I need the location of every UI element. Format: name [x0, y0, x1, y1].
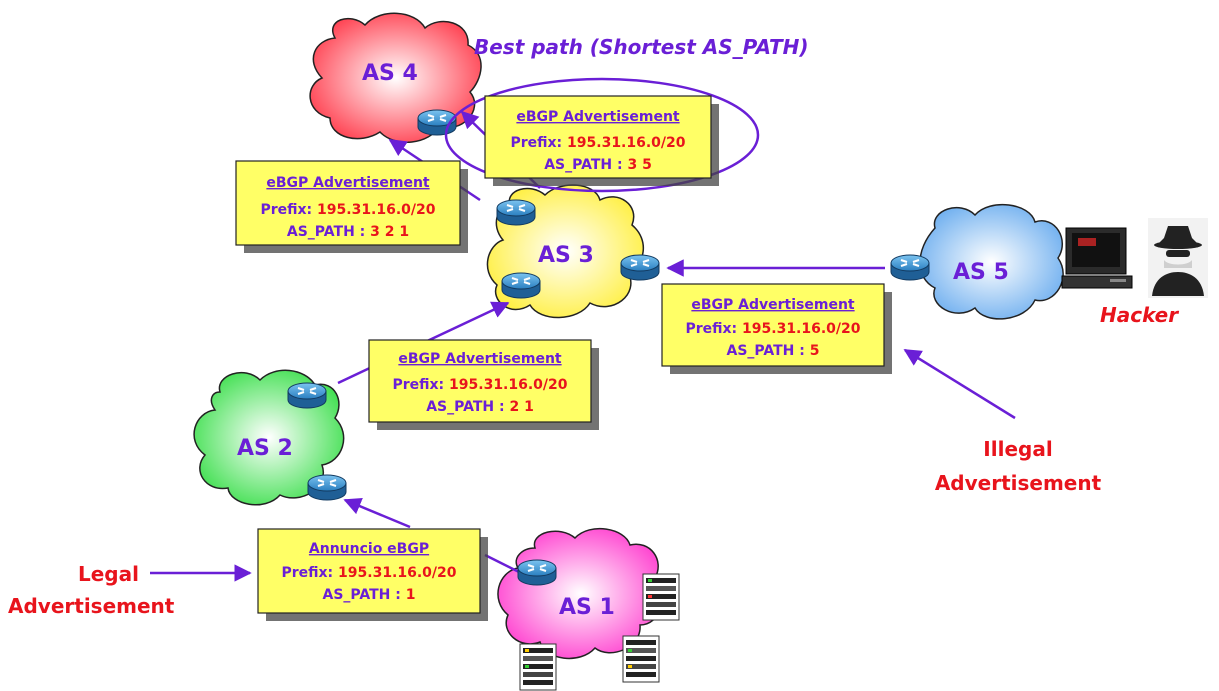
as5-label: AS 5	[953, 260, 1009, 285]
hacker-label: Hacker	[1100, 303, 1179, 327]
best-path-highlight	[444, 77, 760, 193]
box-title: eBGP Advertisement	[398, 351, 562, 367]
server-icon	[622, 635, 660, 683]
as-path-value: 5	[810, 343, 820, 359]
as1-label: AS 1	[559, 595, 615, 620]
router-as3-right	[620, 254, 660, 281]
server-icon	[519, 643, 557, 691]
box-title: Annuncio eBGP	[309, 541, 429, 557]
router-as5	[890, 254, 930, 281]
box-title: eBGP Advertisement	[516, 109, 680, 125]
prefix-value: 195.31.16.0/20	[338, 565, 457, 581]
advert-box-as4-path-321: eBGP Advertisement Prefix: 195.31.16.0/2…	[235, 160, 468, 253]
as5-cloud	[919, 203, 1064, 320]
hacker-icon	[1148, 218, 1208, 298]
as-path-value: 3 5	[627, 157, 651, 173]
best-path-label: Best path (Shortest AS_PATH)	[474, 35, 809, 59]
router-as3-bottom	[501, 272, 541, 299]
svg-text:AS_PATH : 1: AS_PATH : 1	[322, 587, 415, 603]
svg-text:Prefix: 195.31.16.0/20: Prefix: 195.31.16.0/20	[260, 202, 435, 218]
prefix-label: Prefix:	[510, 135, 562, 151]
as-path-label: AS_PATH :	[426, 399, 504, 415]
prefix-label: Prefix:	[392, 377, 444, 393]
computer-icon	[1061, 227, 1133, 289]
as-path-value: 2 1	[509, 399, 533, 415]
advert-box-as3-path-5: eBGP Advertisement Prefix: 195.31.16.0/2…	[661, 283, 892, 374]
svg-text:AS_PATH : 3 2 1: AS_PATH : 3 2 1	[287, 224, 409, 240]
prefix-label: Prefix:	[260, 202, 312, 218]
as-path-value: 1	[406, 587, 416, 603]
prefix-value: 195.31.16.0/20	[449, 377, 568, 393]
prefix-label: Prefix:	[281, 565, 333, 581]
as2-label: AS 2	[237, 436, 293, 461]
svg-text:Prefix: 195.31.16.0/20: Prefix: 195.31.16.0/20	[510, 135, 685, 151]
router-as2-top	[287, 382, 327, 409]
as-path-label: AS_PATH :	[322, 587, 400, 603]
svg-text:AS_PATH : 5: AS_PATH : 5	[726, 343, 819, 359]
prefix-value: 195.31.16.0/20	[317, 202, 436, 218]
illegal-label-line2: Advertisement	[935, 471, 1102, 495]
router-as3-top	[496, 199, 536, 226]
arrow-as1-to-as2	[343, 497, 411, 529]
svg-text:Prefix: 195.31.16.0/20: Prefix: 195.31.16.0/20	[392, 377, 567, 393]
as-path-value: 3 2 1	[370, 224, 409, 240]
advert-box-as3-path-21: eBGP Advertisement Prefix: 195.31.16.0/2…	[368, 339, 599, 430]
router-as2-bottom	[307, 474, 347, 501]
box-title: eBGP Advertisement	[691, 297, 855, 313]
as-path-label: AS_PATH :	[726, 343, 804, 359]
prefix-value: 195.31.16.0/20	[567, 135, 686, 151]
advert-box-as4-path-35: eBGP Advertisement Prefix: 195.31.16.0/2…	[484, 95, 719, 186]
advert-box-as2-path-1: Annuncio eBGP Prefix: 195.31.16.0/20 AS_…	[257, 528, 488, 621]
router-as1	[517, 559, 557, 586]
legal-label-line1: Legal	[78, 562, 139, 586]
prefix-label: Prefix:	[685, 321, 737, 337]
svg-text:Prefix: 195.31.16.0/20: Prefix: 195.31.16.0/20	[281, 565, 456, 581]
as-path-label: AS_PATH :	[287, 224, 365, 240]
legal-label-line2: Advertisement	[8, 594, 175, 618]
server-icon	[642, 573, 680, 621]
svg-text:AS_PATH : 2 1: AS_PATH : 2 1	[426, 399, 534, 415]
as-path-label: AS_PATH :	[544, 157, 622, 173]
illegal-label-line1: Illegal	[983, 437, 1052, 461]
box-title: eBGP Advertisement	[266, 175, 430, 191]
as4-label: AS 4	[362, 61, 418, 86]
as3-label: AS 3	[538, 243, 594, 268]
svg-text:Prefix: 195.31.16.0/20: Prefix: 195.31.16.0/20	[685, 321, 860, 337]
svg-text:AS_PATH : 3 5: AS_PATH : 3 5	[544, 157, 652, 173]
arrow-illegal	[903, 348, 1016, 420]
prefix-value: 195.31.16.0/20	[742, 321, 861, 337]
